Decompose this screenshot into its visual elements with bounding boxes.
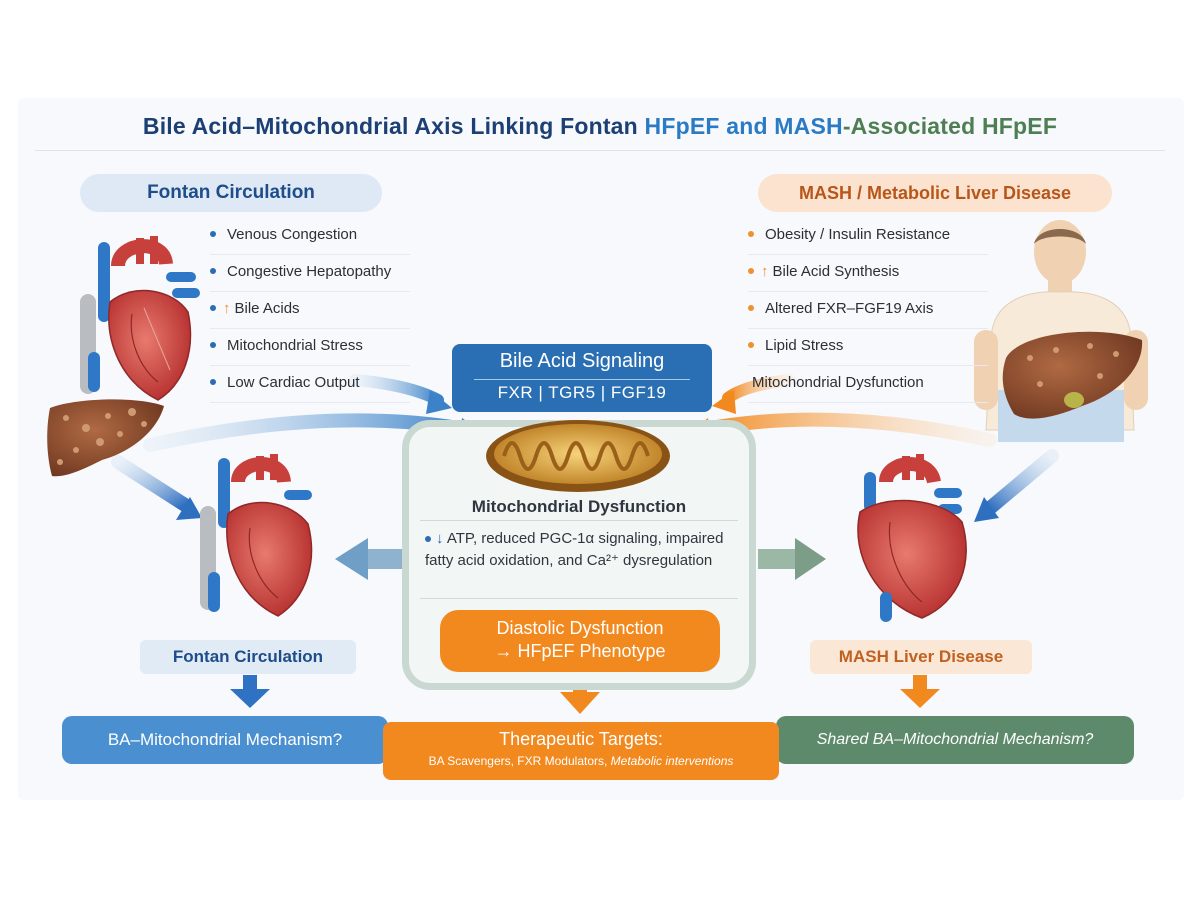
arrow-icon xyxy=(974,497,999,522)
list-item: Mitochondrial Dysfunction xyxy=(748,366,988,403)
ba-mitochondrial-mechanism-box: BA–Mitochondrial Mechanism? xyxy=(62,716,388,764)
bullet-icon xyxy=(425,536,431,543)
list-item: Venous Congestion xyxy=(210,218,410,255)
list-item-text: Mitochondrial Dysfunction xyxy=(752,374,924,391)
list-item-text: Low Cardiac Output xyxy=(227,374,360,391)
list-item-text: Altered FXR–FGF19 Axis xyxy=(765,300,934,317)
arrow-icon xyxy=(900,689,940,708)
fontan-feature-list: Venous Congestion Congestive Hepatopathy… xyxy=(210,218,410,403)
arrow-icon xyxy=(560,692,600,714)
list-item-text: Mitochondrial Stress xyxy=(227,337,363,354)
arrow-icon xyxy=(176,497,202,520)
therapeutic-targets-title: Therapeutic Targets: xyxy=(499,729,663,749)
list-item-text: Congestive Hepatopathy xyxy=(227,263,392,280)
arrow-icon xyxy=(111,455,192,512)
up-arrow-icon: ↑ xyxy=(223,300,231,317)
mash-header: MASH / Metabolic Liver Disease xyxy=(758,174,1112,212)
hfpef-phenotype-label: → HFpEF Phenotype xyxy=(494,641,666,661)
fontan-circulation-label: Fontan Circulation xyxy=(140,640,356,674)
down-arrow-icon: ↓ xyxy=(436,530,444,547)
list-item: Lipid Stress xyxy=(748,329,988,366)
arrow-icon xyxy=(426,390,452,414)
list-item-text: Venous Congestion xyxy=(227,226,358,243)
list-item: Obesity / Insulin Resistance xyxy=(748,218,988,255)
list-item: ↑Bile Acids xyxy=(210,292,410,329)
list-item-text: Bile Acid Synthesis xyxy=(772,263,900,280)
fontan-header: Fontan Circulation xyxy=(80,174,382,212)
therapeutic-targets-italic: Metabolic interventions xyxy=(610,754,734,768)
bullet-icon xyxy=(210,342,216,349)
arrow-icon xyxy=(230,689,270,708)
list-item-text: Lipid Stress xyxy=(765,337,844,354)
list-item: ↑Bile Acid Synthesis xyxy=(748,255,988,292)
liver-icon xyxy=(1002,331,1143,419)
heart-icon xyxy=(857,454,967,622)
therapeutic-targets-list: BA Scavengers, FXR Modulators, Metabolic… xyxy=(383,754,779,768)
mash-liver-disease-label: MASH Liver Disease xyxy=(810,640,1032,674)
bullet-icon xyxy=(748,305,754,312)
title-part-2: HFpEF and MASH xyxy=(644,113,843,139)
bile-acid-divider xyxy=(474,379,690,380)
heart-icon xyxy=(200,454,313,617)
bile-acid-signaling-title: Bile Acid Signaling xyxy=(499,350,665,372)
bullet-icon xyxy=(210,231,216,238)
title-part-3: -Associated HFpEF xyxy=(842,113,1058,139)
bullet-icon xyxy=(210,268,216,275)
arrow-icon xyxy=(795,538,826,580)
bullet-icon xyxy=(748,342,754,349)
arrow-icon xyxy=(983,449,1059,515)
mitochondrial-dysfunction-title: Mitochondrial Dysfunction xyxy=(471,497,687,516)
bullet-icon xyxy=(210,379,216,386)
heart-icon xyxy=(80,236,200,401)
title-divider xyxy=(35,150,1165,151)
list-item: Congestive Hepatopathy xyxy=(210,255,410,292)
bullet-icon xyxy=(210,305,216,312)
shared-ba-mitochondrial-mechanism-box: Shared BA–Mitochondrial Mechanism? xyxy=(776,716,1134,764)
liver-icon xyxy=(47,399,164,477)
up-arrow-icon: ↑ xyxy=(761,263,769,280)
title-part-1: Bile Acid–Mitochondrial Axis Linking Fon… xyxy=(142,113,645,139)
diastolic-dysfunction-title: Diastolic Dysfunction xyxy=(496,618,664,638)
mash-feature-list: Obesity / Insulin Resistance ↑Bile Acid … xyxy=(748,218,988,403)
therapeutic-targets-main: BA Scavengers, FXR Modulators, xyxy=(428,754,611,768)
bullet-icon xyxy=(748,231,754,238)
list-item: Low Cardiac Output xyxy=(210,366,410,403)
arrow-icon xyxy=(712,390,736,414)
list-item-text: Bile Acids xyxy=(234,300,300,317)
bile-acid-signaling-box: Bile Acid Signaling FXR | TGR5 | FGF19 xyxy=(452,344,712,412)
list-item: Mitochondrial Stress xyxy=(210,329,410,366)
bile-acid-receptors: FXR | TGR5 | FGF19 xyxy=(497,383,667,402)
mito-divider-bottom xyxy=(420,598,738,599)
mito-divider xyxy=(420,520,738,521)
diagram-title: Bile Acid–Mitochondrial Axis Linking Fon… xyxy=(0,113,1200,140)
mito-description-text: ATP, reduced PGC-1α signaling, impaired … xyxy=(425,530,724,569)
mitochondrion-icon xyxy=(486,420,670,492)
bullet-icon xyxy=(748,268,754,275)
list-item: Altered FXR–FGF19 Axis xyxy=(748,292,988,329)
mitochondrial-dysfunction-description: ↓ ATP, reduced PGC-1α signaling, impaire… xyxy=(425,528,735,572)
diastolic-dysfunction-box: Diastolic Dysfunction → HFpEF Phenotype xyxy=(440,610,720,672)
therapeutic-targets-box: Therapeutic Targets: BA Scavengers, FXR … xyxy=(383,722,779,780)
list-item-text: Obesity / Insulin Resistance xyxy=(765,226,951,243)
arrow-icon xyxy=(335,538,368,580)
